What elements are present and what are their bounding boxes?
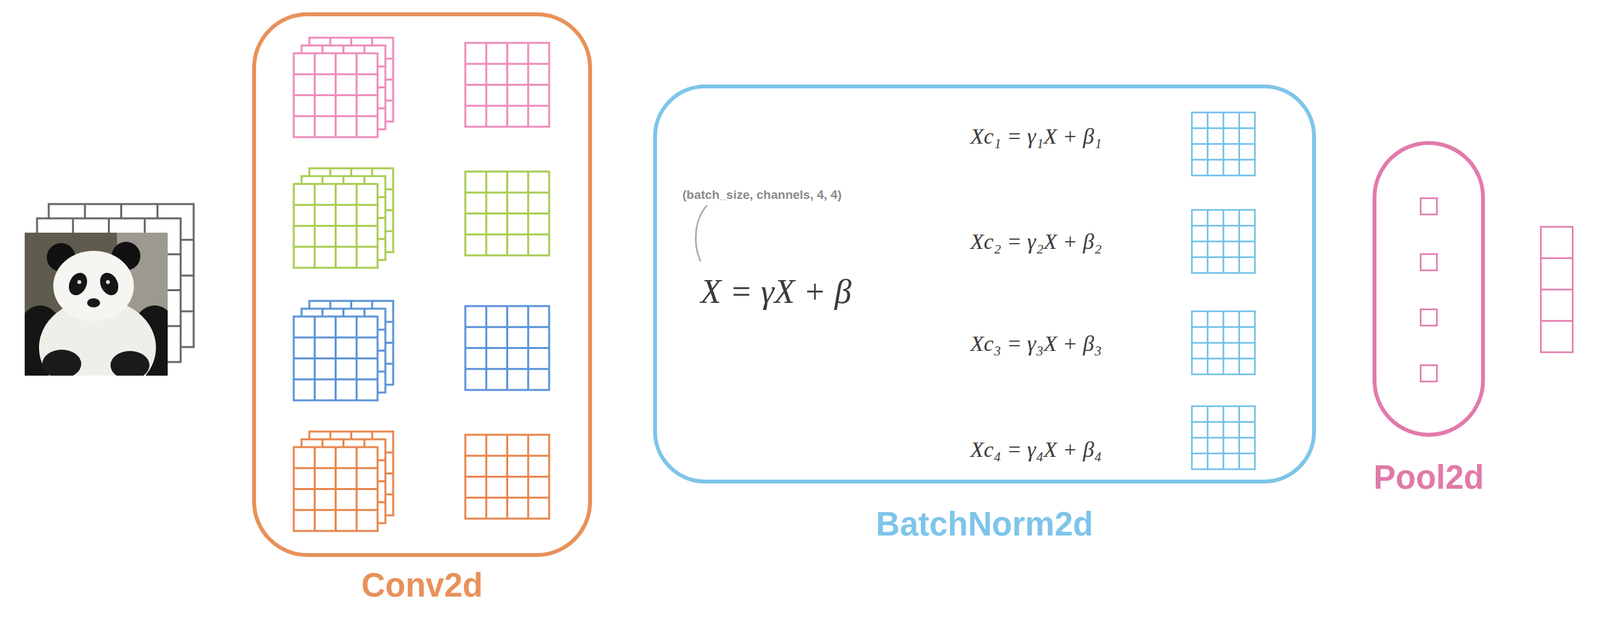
grid-line <box>293 488 378 491</box>
grid-line <box>465 326 550 329</box>
grid-line <box>1191 341 1255 344</box>
pooled-value <box>1420 309 1437 326</box>
kernel-layer <box>293 447 378 531</box>
panda-photo <box>24 232 168 376</box>
grid-line <box>1191 436 1255 439</box>
normalized-map <box>1191 112 1255 176</box>
grid-frame <box>465 171 550 256</box>
leader-line <box>696 205 708 262</box>
grid-frame <box>465 42 550 127</box>
grid-line <box>1191 421 1255 424</box>
layer-label: Conv2d <box>361 566 483 606</box>
panda-head <box>53 250 134 322</box>
pooled-value <box>1420 365 1437 382</box>
grid-line <box>1540 257 1573 260</box>
normalized-map <box>1191 311 1255 375</box>
kernel-layer <box>293 183 378 268</box>
grid-line <box>465 191 550 194</box>
grid-frame <box>1191 406 1255 470</box>
grid-line <box>1191 159 1255 162</box>
panda-eye-patch <box>65 269 91 299</box>
panda-eye-patch <box>96 269 123 299</box>
grid-line <box>465 233 550 236</box>
grid-line <box>293 245 378 248</box>
output-vector <box>1540 226 1573 353</box>
kernel-layer <box>293 316 378 401</box>
panda-eye <box>77 280 82 284</box>
layer-box: Pool2d <box>1372 141 1485 437</box>
grid-frame <box>293 183 378 268</box>
panda-nose <box>87 298 101 308</box>
feature-map <box>465 171 550 256</box>
grid-line <box>293 94 378 97</box>
grid-frame <box>1540 226 1573 353</box>
grid-line <box>1191 142 1255 145</box>
grid-line <box>465 83 550 86</box>
formula: Xc₂ = γ₂X + β₂ <box>970 229 1102 254</box>
feature-map <box>465 42 550 127</box>
kernel-layer <box>293 53 378 138</box>
normalized-map <box>1191 209 1255 273</box>
grid-line <box>1191 358 1255 361</box>
feature-map <box>465 306 550 390</box>
grid-line <box>1540 320 1573 323</box>
grid-frame <box>293 447 378 531</box>
grid-frame <box>465 434 550 519</box>
grid-line <box>1191 240 1255 243</box>
grid-line <box>465 212 550 215</box>
grid-line <box>293 224 378 227</box>
formula: Xc₄ = γ₄X + β₄ <box>970 437 1102 462</box>
grid-line <box>465 475 550 478</box>
feature-map <box>465 434 550 519</box>
layer-box: BatchNorm2d(batch_size, channels, 4, 4)X… <box>653 84 1317 484</box>
grid-line <box>1540 288 1573 291</box>
grid-line <box>293 204 378 207</box>
grid-line <box>1191 127 1255 130</box>
grid-line <box>1191 256 1255 259</box>
grid-frame <box>1191 112 1255 176</box>
formula: Xc₁ = γ₁X + β₁ <box>970 124 1102 149</box>
grid-line <box>1191 326 1255 329</box>
grid-line <box>465 496 550 499</box>
panda-paw <box>42 349 82 376</box>
grid-line <box>465 104 550 107</box>
grid-line <box>465 454 550 457</box>
grid-frame <box>293 53 378 138</box>
illustration-layer <box>14 37 1573 531</box>
formula: X = γX + β <box>700 272 852 310</box>
normalized-map <box>1191 406 1255 470</box>
grid-line <box>293 467 378 470</box>
grid-line <box>1191 224 1255 227</box>
layer-label: Pool2d <box>1373 458 1484 498</box>
formula: Xc₃ = γ₃X + β₃ <box>970 331 1102 356</box>
grid-line <box>465 347 550 349</box>
grid-frame <box>1191 209 1255 273</box>
pooled-value <box>1420 254 1437 271</box>
grid-line <box>1191 452 1255 455</box>
layer-box: Conv2d <box>252 12 593 557</box>
pooled-value <box>1420 198 1437 215</box>
grid-line <box>465 63 550 65</box>
layer-label: BatchNorm2d <box>876 505 1094 544</box>
grid-line <box>293 378 378 381</box>
grid-line <box>293 508 378 511</box>
grid-line <box>293 115 378 117</box>
grid-line <box>465 367 550 370</box>
grid-line <box>293 73 378 76</box>
shape-annotation: (batch_size, channels, 4, 4) <box>682 187 842 203</box>
grid-frame <box>465 306 550 390</box>
grid-frame <box>293 316 378 401</box>
grid-line <box>293 336 378 339</box>
grid-line <box>293 357 378 360</box>
panda-eye <box>105 280 110 284</box>
panda-paw <box>110 350 150 376</box>
grid-frame <box>1191 311 1255 375</box>
